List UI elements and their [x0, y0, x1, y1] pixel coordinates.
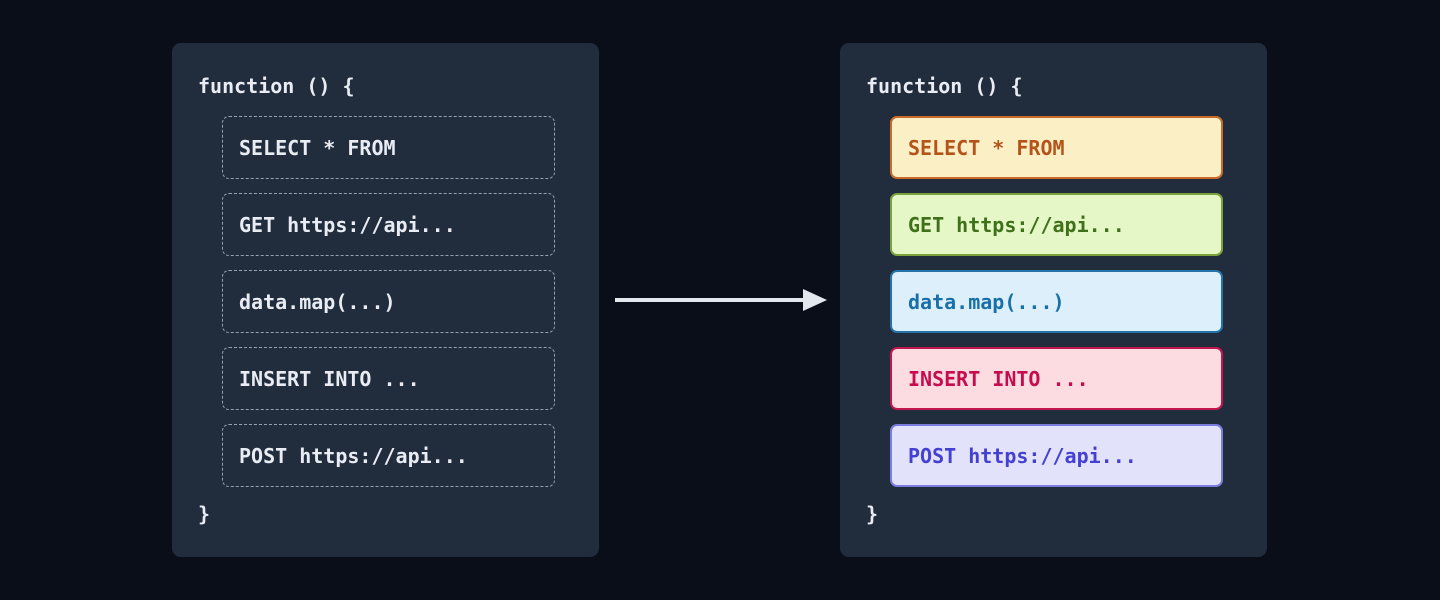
function-open-line: function () { — [866, 74, 1023, 98]
statement-text: GET https://api... — [908, 212, 1125, 237]
code-panel-before: function () { SELECT * FROM GET https://… — [172, 43, 599, 557]
statement-text: data.map(...) — [908, 289, 1065, 314]
function-open-line: function () { — [198, 74, 355, 98]
statement-list-after: SELECT * FROM GET https://api... data.ma… — [890, 116, 1223, 487]
statement-text: data.map(...) — [239, 289, 396, 314]
statement-box-http-post: POST https://api... — [890, 424, 1223, 487]
statement-box-sql-insert: INSERT INTO ... — [222, 347, 555, 410]
statement-box-js-map: data.map(...) — [222, 270, 555, 333]
code-panel-after: function () { SELECT * FROM GET https://… — [840, 43, 1267, 557]
statement-text: SELECT * FROM — [239, 135, 396, 160]
function-close-line: } — [866, 502, 879, 526]
statement-box-sql-select: SELECT * FROM — [890, 116, 1223, 179]
statement-box-sql-insert: INSERT INTO ... — [890, 347, 1223, 410]
statement-box-http-get: GET https://api... — [222, 193, 555, 256]
statement-list-before: SELECT * FROM GET https://api... data.ma… — [222, 116, 555, 487]
function-close-line: } — [198, 502, 211, 526]
statement-box-http-post: POST https://api... — [222, 424, 555, 487]
statement-box-js-map: data.map(...) — [890, 270, 1223, 333]
statement-text: SELECT * FROM — [908, 135, 1065, 160]
statement-box-sql-select: SELECT * FROM — [222, 116, 555, 179]
statement-text: INSERT INTO ... — [908, 366, 1089, 391]
transform-arrow-icon — [615, 289, 827, 311]
statement-text: INSERT INTO ... — [239, 366, 420, 391]
statement-text: POST https://api... — [908, 443, 1137, 468]
statement-text: GET https://api... — [239, 212, 456, 237]
statement-text: POST https://api... — [239, 443, 468, 468]
statement-box-http-get: GET https://api... — [890, 193, 1223, 256]
